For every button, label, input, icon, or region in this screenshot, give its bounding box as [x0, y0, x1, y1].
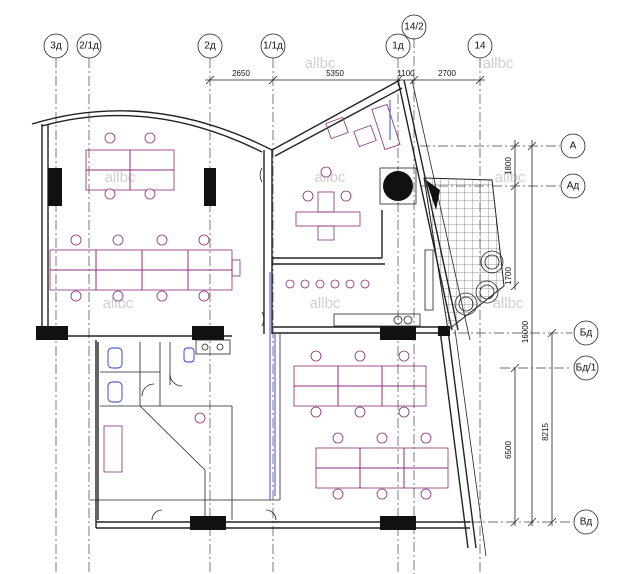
dimension-label: 1100 — [397, 69, 415, 78]
watermark: allbc — [103, 295, 134, 312]
axis-label: Бд — [580, 328, 593, 339]
watermark: allbc — [483, 55, 514, 72]
axis-label: Вд — [580, 517, 593, 528]
axis-label: А — [570, 141, 577, 152]
top-dimension-chain: 2650 5350 1100 2700 — [205, 69, 485, 85]
dimension-label: 8215 — [541, 423, 550, 441]
upper-left-workstations — [49, 132, 241, 302]
axis-label: 14/2 — [404, 22, 424, 33]
axis-label: Ад — [567, 181, 580, 192]
watermark: allbc — [305, 55, 336, 72]
watermark: allbc — [310, 295, 341, 312]
axis-label: 1д — [392, 41, 404, 52]
watermark: allbc — [495, 169, 526, 186]
axis-label: 1/1д — [263, 41, 283, 52]
watermark: allbc — [493, 295, 524, 312]
dimension-label: 2650 — [232, 69, 250, 78]
lounge-room — [285, 104, 421, 327]
door-swings — [141, 167, 277, 521]
axis-label: 2/1д — [79, 41, 99, 52]
wc-fixtures — [103, 339, 231, 473]
walls — [31, 79, 487, 557]
axis-label: 2д — [204, 41, 216, 52]
axis-label: Бд/1 — [576, 363, 597, 374]
lower-right-workstations — [293, 350, 449, 500]
axis-label: 14 — [474, 41, 486, 52]
dimension-label: 6500 — [504, 441, 513, 459]
dimension-label: 1700 — [504, 267, 513, 285]
right-axis-markers: А Ад Бд Бд/1 Вд — [560, 133, 599, 535]
axis-label: 3д — [50, 41, 62, 52]
dimension-label: 1800 — [504, 157, 513, 175]
dimension-label: 16000 — [521, 320, 530, 343]
dimension-label: 5350 — [326, 69, 344, 78]
right-dimension-chains: 1800 1700 16000 8215 6500 — [504, 140, 557, 527]
structural-columns — [36, 167, 450, 530]
watermark: allbc — [105, 169, 136, 186]
terrace — [423, 177, 505, 331]
dimension-label: 2700 — [438, 69, 456, 78]
top-axis-markers: 3д 2/1д 2д 1/1д 1д 14/2 14 — [43, 14, 493, 59]
